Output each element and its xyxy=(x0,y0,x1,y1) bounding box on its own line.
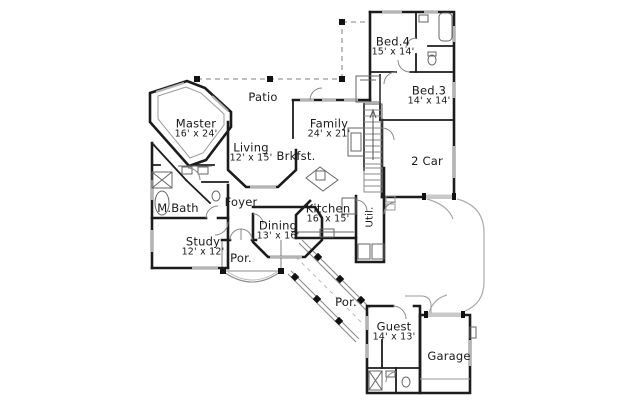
room-label-foyer: Foyer xyxy=(225,196,258,208)
family-name: Family xyxy=(309,116,349,131)
patio-outline xyxy=(197,21,370,80)
room-label-porch-front: Por. xyxy=(230,252,252,264)
porch-front-name: Por. xyxy=(230,250,252,265)
study-dims: 12' x 12' xyxy=(181,247,225,259)
porch-walkway-name: Por. xyxy=(335,294,357,309)
driveway xyxy=(426,198,485,314)
room-label-patio: Patio xyxy=(248,91,277,103)
dining-dims: 13' x 16' xyxy=(256,231,300,243)
patio-posts xyxy=(194,19,345,82)
master-dims: 16' x 24' xyxy=(174,129,218,141)
bed4-dims: 15' x 14' xyxy=(371,47,415,59)
front-porch xyxy=(220,240,284,283)
util-name: Util. xyxy=(364,206,376,228)
room-label-porch-walkway: Por. xyxy=(335,296,357,308)
room-label-master: Master 16' x 24' xyxy=(174,116,218,141)
room-label-two-car: 2 Car xyxy=(411,155,443,167)
guest-bath-fixtures xyxy=(368,370,411,391)
bed4-name: Bed.4 xyxy=(375,34,411,49)
right-bath-fixtures xyxy=(418,12,453,66)
master-name: Master xyxy=(175,116,217,131)
room-label-kitchen: Kitchen 16' x 15' xyxy=(305,201,351,226)
kitchen-sink xyxy=(319,228,335,238)
fireplace xyxy=(347,127,365,157)
family-dims: 24' x 21' xyxy=(307,129,351,141)
door-arcs xyxy=(187,37,417,383)
patio-name: Patio xyxy=(248,89,278,104)
bed3-closet xyxy=(355,75,381,103)
garage-doors xyxy=(422,193,465,318)
mbath-name: M.Bath xyxy=(157,200,199,215)
brkfst-name: Brkfst. xyxy=(276,148,316,163)
study-name: Study xyxy=(185,234,221,249)
room-label-living: Living 12' x 15' xyxy=(229,140,273,165)
living-name: Living xyxy=(233,140,269,155)
room-label-study: Study 12' x 12' xyxy=(181,234,225,259)
room-label-garage: Garage xyxy=(427,350,470,362)
guest-entry-porch xyxy=(405,295,432,313)
walkway-posts xyxy=(290,252,366,326)
bed3-name: Bed.3 xyxy=(411,83,447,98)
room-label-family: Family 24' x 21' xyxy=(307,116,351,141)
garage-name: Garage xyxy=(427,348,471,363)
room-label-bed3: Bed.3 14' x 14' xyxy=(407,83,451,108)
living-dims: 12' x 15' xyxy=(229,153,273,165)
master-bath-fixtures xyxy=(151,165,221,216)
guest-name: Guest xyxy=(376,319,412,334)
room-label-dining: Dining 13' x 16' xyxy=(256,218,300,243)
fridge xyxy=(341,197,357,215)
room-label-brkfst: Brkfst. xyxy=(277,150,316,162)
dining-name: Dining xyxy=(258,218,298,233)
chimney xyxy=(469,326,477,339)
kitchen-dims: 16' x 15' xyxy=(306,214,350,226)
windows xyxy=(150,10,472,366)
fixtures xyxy=(151,12,477,391)
room-label-util: Util. xyxy=(364,206,377,228)
kitchen-name: Kitchen xyxy=(305,201,351,216)
foyer-name: Foyer xyxy=(224,194,258,209)
room-label-mbath: M.Bath xyxy=(157,202,199,214)
kitchen-island xyxy=(305,166,339,192)
bed3-dims: 14' x 14' xyxy=(407,96,451,108)
walkway-porch xyxy=(287,239,371,343)
room-label-bed4: Bed.4 15' x 14' xyxy=(371,34,415,59)
master-tray-outline xyxy=(157,86,225,159)
washer-dryer xyxy=(357,243,385,260)
room-label-guest: Guest 14' x 13' xyxy=(372,319,416,344)
two-car-name: 2 Car xyxy=(411,153,443,168)
guest-dims: 14' x 13' xyxy=(372,332,416,344)
